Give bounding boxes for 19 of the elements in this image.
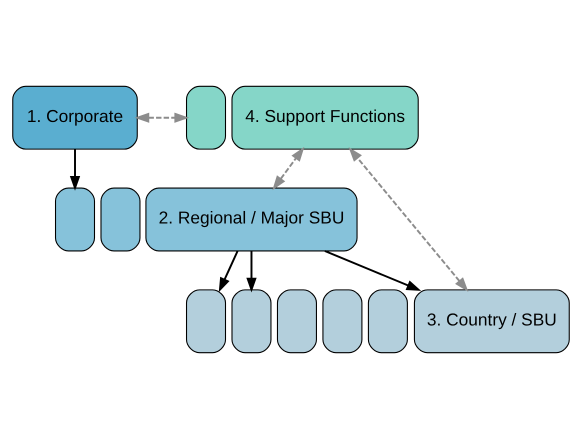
arrow bbox=[348, 147, 468, 292]
node-box bbox=[322, 289, 362, 354]
arrow bbox=[218, 250, 238, 292]
node-box bbox=[54, 188, 96, 252]
node-box bbox=[100, 188, 140, 252]
node-box: 3. Country / SBU bbox=[414, 289, 570, 354]
node-box: 2. Regional / Major SBU bbox=[145, 188, 358, 252]
node-box bbox=[186, 289, 226, 354]
node-box: 1. Corporate bbox=[12, 86, 138, 150]
arrow bbox=[134, 112, 190, 123]
arrow bbox=[324, 250, 422, 291]
node-box bbox=[368, 289, 408, 354]
node-box: 4. Support Functions bbox=[231, 86, 419, 150]
node-box bbox=[231, 289, 272, 354]
arrow bbox=[70, 149, 80, 191]
node-box bbox=[276, 289, 317, 354]
node-box bbox=[186, 86, 226, 150]
arrow bbox=[272, 146, 304, 190]
arrow bbox=[246, 251, 257, 293]
